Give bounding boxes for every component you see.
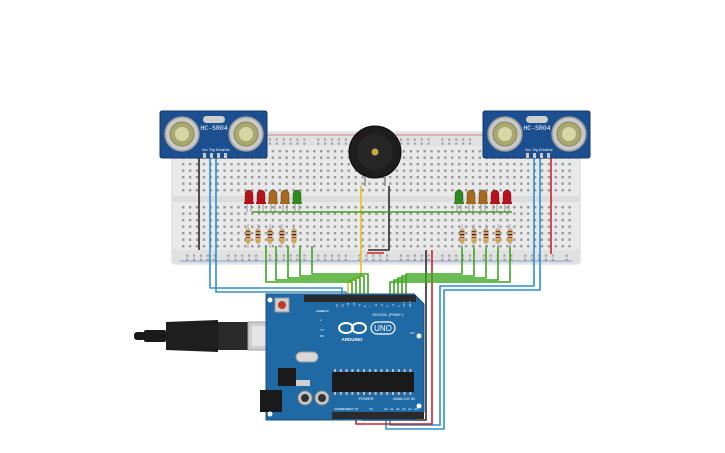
resistor-left-4 — [279, 224, 285, 248]
analog-pin-label: A3 — [402, 407, 406, 411]
resistor-left-5 — [291, 224, 297, 248]
digital-pin-label: ~5 — [380, 303, 384, 307]
resistor-group — [245, 224, 513, 248]
wire-buzzer-gnd — [368, 186, 390, 251]
led-group — [244, 189, 512, 212]
analog-pin-label: A5 — [414, 407, 418, 411]
wire-led-left-1 — [265, 246, 353, 296]
wire-led-right-3 — [397, 246, 487, 296]
resistor-right-1 — [459, 224, 465, 248]
led-right-4 — [490, 189, 500, 212]
led-right-3 — [478, 189, 488, 212]
resistor-left-2 — [255, 224, 261, 248]
sensor-right-pin-gnd: Gnd — [546, 148, 553, 152]
wire-led-left-3 — [287, 246, 361, 296]
wire-led-left-4 — [299, 246, 365, 296]
led-left-5 — [292, 189, 302, 212]
led-left-2 — [256, 189, 266, 212]
ioref-label: IOREF — [334, 407, 343, 411]
led-left-3 — [268, 189, 278, 212]
buzzer-icon — [348, 125, 402, 186]
digital-pin-label: TX 1 — [402, 301, 406, 307]
sensor-left-pin-vcc: Vcc — [202, 148, 208, 152]
v5-label: 5V — [355, 407, 359, 411]
led-left-4 — [280, 189, 290, 212]
analog-pin-label: A1 — [390, 407, 394, 411]
resistor-left-3 — [267, 224, 273, 248]
digital-pins-label: DIGITAL (PWM~) — [373, 312, 405, 317]
led-right-1 — [454, 189, 464, 212]
digital-pin-label: ~3 — [391, 303, 395, 307]
led-l-label: L — [320, 318, 322, 322]
arduino-model-label: UNO — [374, 324, 392, 333]
tx-label: TX — [320, 328, 324, 332]
sensor-left-pin-echo: Echo — [216, 148, 224, 152]
digital-pin-label: 4 — [385, 305, 389, 307]
v33-label: 3.3V — [348, 407, 354, 411]
digital-pin-label: 7 — [369, 305, 373, 307]
analog-pin-label: A2 — [396, 407, 400, 411]
analog-pin-label: A0 — [384, 407, 388, 411]
led-right-5 — [502, 189, 512, 212]
aref-label: AREF — [316, 309, 324, 313]
digital-pin-label: ~10 — [352, 302, 356, 307]
usb-plug-icon — [134, 320, 275, 352]
sensor-left-model-label: HC-SR04 — [200, 125, 227, 132]
digital-pin-label: ~6 — [374, 303, 378, 307]
digital-pin-label: ~11 — [346, 302, 350, 307]
gnd-label: GND — [322, 309, 330, 313]
reset-label: RESET — [341, 407, 351, 411]
ultrasonic-sensor-left: HC-SR04 Vcc Trig Echo Gnd — [159, 110, 268, 159]
led-right-2 — [466, 189, 476, 212]
sensor-right-pin-echo: Echo — [539, 148, 547, 152]
wire-led-right-5 — [389, 246, 511, 296]
resistor-right-4 — [495, 224, 501, 248]
wire-led-left-2 — [275, 246, 357, 296]
sensor-right-model-label: HC-SR04 — [523, 125, 550, 132]
arduino-brand-label: ARDUINO — [342, 337, 363, 342]
on-label: ON — [410, 331, 415, 335]
wire-power-5v — [355, 250, 433, 425]
sensor-right-pin-trig: Trig — [532, 148, 538, 152]
sensor-right-pin-vcc: Vcc — [525, 148, 531, 152]
led-left-1 — [244, 189, 254, 212]
rx-label: RX — [320, 334, 324, 338]
digital-pin-label: 13 — [335, 304, 339, 307]
wire-led-left-5 — [311, 246, 369, 296]
resistor-right-5 — [507, 224, 513, 248]
digital-pin-label: ~9 — [357, 303, 361, 307]
digital-pin-label: RX 0 — [408, 301, 412, 307]
wire-led-right-1 — [405, 246, 463, 296]
analog-pin-label: A4 — [408, 407, 412, 411]
wires — [198, 158, 552, 430]
digital-pin-label: 8 — [363, 305, 367, 307]
infinity-logo-icon — [338, 322, 367, 334]
digital-pin-label: 12 — [341, 304, 345, 307]
sensor-left-pin-trig: Trig — [209, 148, 215, 152]
ultrasonic-sensor-right: HC-SR04 Vcc Trig Echo Gnd — [482, 110, 591, 159]
digital-pin-label: 2 — [397, 305, 401, 307]
sensor-left-pin-gnd: Gnd — [223, 148, 230, 152]
wire-right-sensor-echo — [385, 158, 541, 430]
arduino-uno-board: UNO ARDUINO DIGITAL (PWM~) POWER ANALOG … — [260, 293, 425, 421]
resistor-right-2 — [471, 224, 477, 248]
power-label: POWER — [358, 396, 373, 401]
resistor-right-3 — [483, 224, 489, 248]
resistor-left-1 — [245, 224, 251, 248]
vin-label: Vin — [369, 407, 373, 411]
analog-in-label: ANALOG IN — [393, 396, 415, 401]
wire-led-right-2 — [401, 246, 475, 296]
wire-led-right-4 — [393, 246, 499, 296]
wire-buzzer-signal — [347, 186, 362, 296]
breadboard — [171, 131, 581, 265]
